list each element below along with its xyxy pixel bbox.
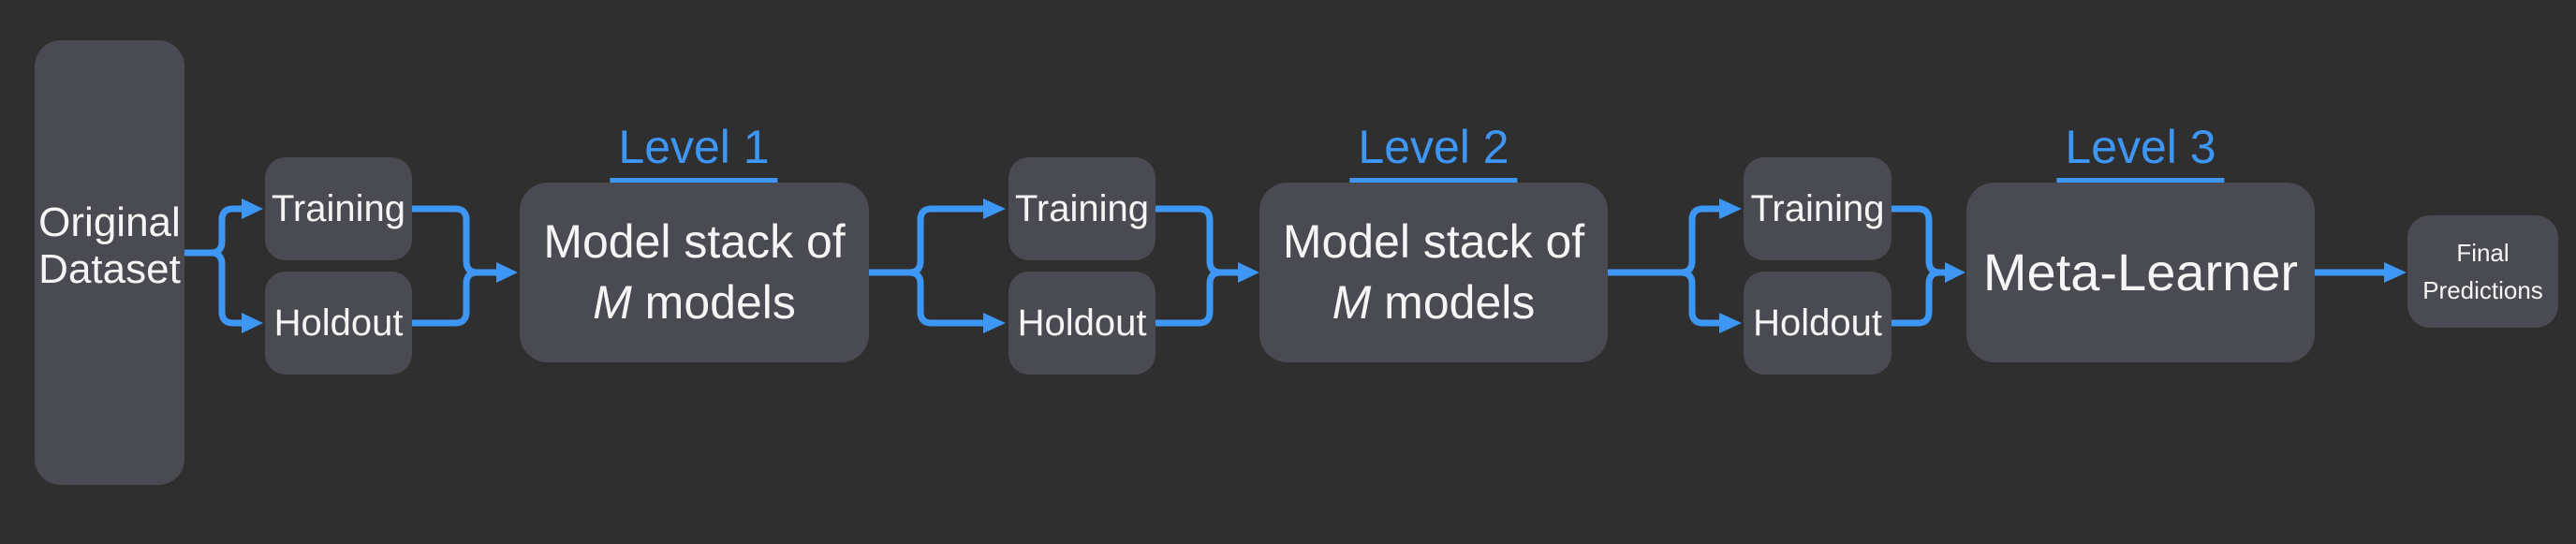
level-3-title-text: Level 3 — [2056, 123, 2225, 183]
node-holdout-3: Holdout — [1744, 272, 1892, 375]
model-stack-2-line2-rest: models — [1371, 276, 1536, 329]
arrowhead-stack-1-icon — [496, 262, 518, 283]
node-training-1: Training — [265, 157, 412, 260]
model-stack-2-line2: M models — [1332, 272, 1536, 333]
arrowhead-final-predictions-icon — [2384, 262, 2407, 283]
model-stack-1-m-symbol: M — [593, 276, 632, 329]
arrowhead-stack-2-icon — [1238, 262, 1259, 283]
holdout-1-label: Holdout — [273, 302, 404, 344]
arrowhead-training-3-icon — [1719, 198, 1742, 219]
connector-holdout-3-to-meta — [1892, 269, 1945, 327]
model-stack-2-m-symbol: M — [1332, 276, 1372, 329]
arrowhead-training-2-icon — [983, 198, 1006, 219]
node-model-stack-1: Model stack of M models — [520, 183, 869, 362]
connector-training-1-to-stack-1 — [412, 205, 496, 276]
node-model-stack-2: Model stack of M models — [1259, 183, 1608, 362]
level-3-title: Level 3 — [2056, 123, 2225, 183]
training-1-label: Training — [271, 188, 406, 229]
training-3-label: Training — [1750, 188, 1885, 229]
original-dataset-label: Original Dataset — [38, 199, 181, 293]
model-stack-2-line1: Model stack of — [1282, 215, 1585, 268]
node-training-3: Training — [1744, 157, 1892, 260]
connector-training-2-to-stack-2 — [1156, 205, 1238, 276]
connector-original-to-holdout-1 — [184, 249, 242, 327]
training-2-label: Training — [1014, 188, 1150, 229]
connector-holdout-2-to-stack-2 — [1156, 269, 1238, 327]
model-stack-1-line2: M models — [593, 272, 796, 333]
original-dataset-line1: Original — [38, 198, 181, 245]
arrowhead-holdout-2-icon — [983, 313, 1006, 333]
node-final-predictions: Final Predictions — [2407, 215, 2558, 328]
node-training-2: Training — [1008, 157, 1156, 260]
level-2-title-text: Level 2 — [1349, 123, 1518, 183]
level-1-title-text: Level 1 — [610, 123, 778, 183]
meta-learner-label: Meta-Learner — [1982, 243, 2299, 301]
holdout-2-label: Holdout — [1017, 302, 1147, 344]
arrowhead-holdout-3-icon — [1719, 313, 1742, 333]
level-1-title: Level 1 — [610, 123, 778, 183]
final-predictions-line1: Final — [2456, 239, 2510, 267]
final-predictions-line2: Predictions — [2422, 276, 2543, 304]
connector-training-3-to-meta — [1892, 205, 1945, 276]
connector-original-to-training-1 — [184, 205, 242, 257]
original-dataset-line2: Dataset — [38, 245, 181, 292]
holdout-3-label: Holdout — [1753, 302, 1882, 344]
arrowhead-training-1-icon — [242, 198, 263, 219]
arrowhead-holdout-1-icon — [242, 313, 263, 333]
connector-stack-2-to-holdout-3 — [1608, 269, 1719, 327]
node-original-dataset: Original Dataset — [35, 40, 184, 485]
node-meta-learner: Meta-Learner — [1966, 183, 2315, 362]
connector-holdout-1-to-stack-1 — [412, 269, 496, 327]
node-holdout-1: Holdout — [265, 272, 412, 375]
arrowhead-meta-learner-icon — [1945, 262, 1965, 283]
level-2-title: Level 2 — [1349, 123, 1518, 183]
model-stack-1-line1: Model stack of — [543, 215, 846, 268]
connector-stack-1-to-holdout-2 — [869, 269, 983, 327]
connector-stack-2-to-training-3 — [1608, 205, 1719, 276]
connector-stack-1-to-training-2 — [869, 205, 983, 276]
model-stack-1-line2-rest: models — [631, 276, 796, 329]
node-holdout-2: Holdout — [1008, 272, 1156, 375]
